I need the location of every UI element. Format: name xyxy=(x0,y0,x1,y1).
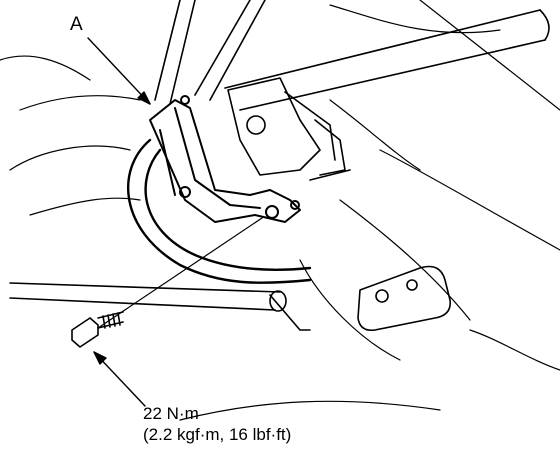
mount-block xyxy=(227,77,351,181)
floor-panel-lines xyxy=(0,0,560,421)
label-a-arrow xyxy=(87,37,151,105)
torque-spec-alt: (2.2 kgf·m, 16 lbf·ft) xyxy=(143,425,292,444)
bolt-icon xyxy=(71,311,124,348)
torque-spec-si: 22 N·m xyxy=(143,404,199,423)
crossmember xyxy=(154,0,550,111)
mounting-bracket xyxy=(149,95,301,223)
lower-rod xyxy=(9,282,311,331)
part-label-a: A xyxy=(70,14,83,35)
torque-arrow xyxy=(93,351,146,407)
bolt-position-leader xyxy=(97,217,263,329)
floor-slot xyxy=(357,265,452,332)
cables xyxy=(127,138,312,284)
